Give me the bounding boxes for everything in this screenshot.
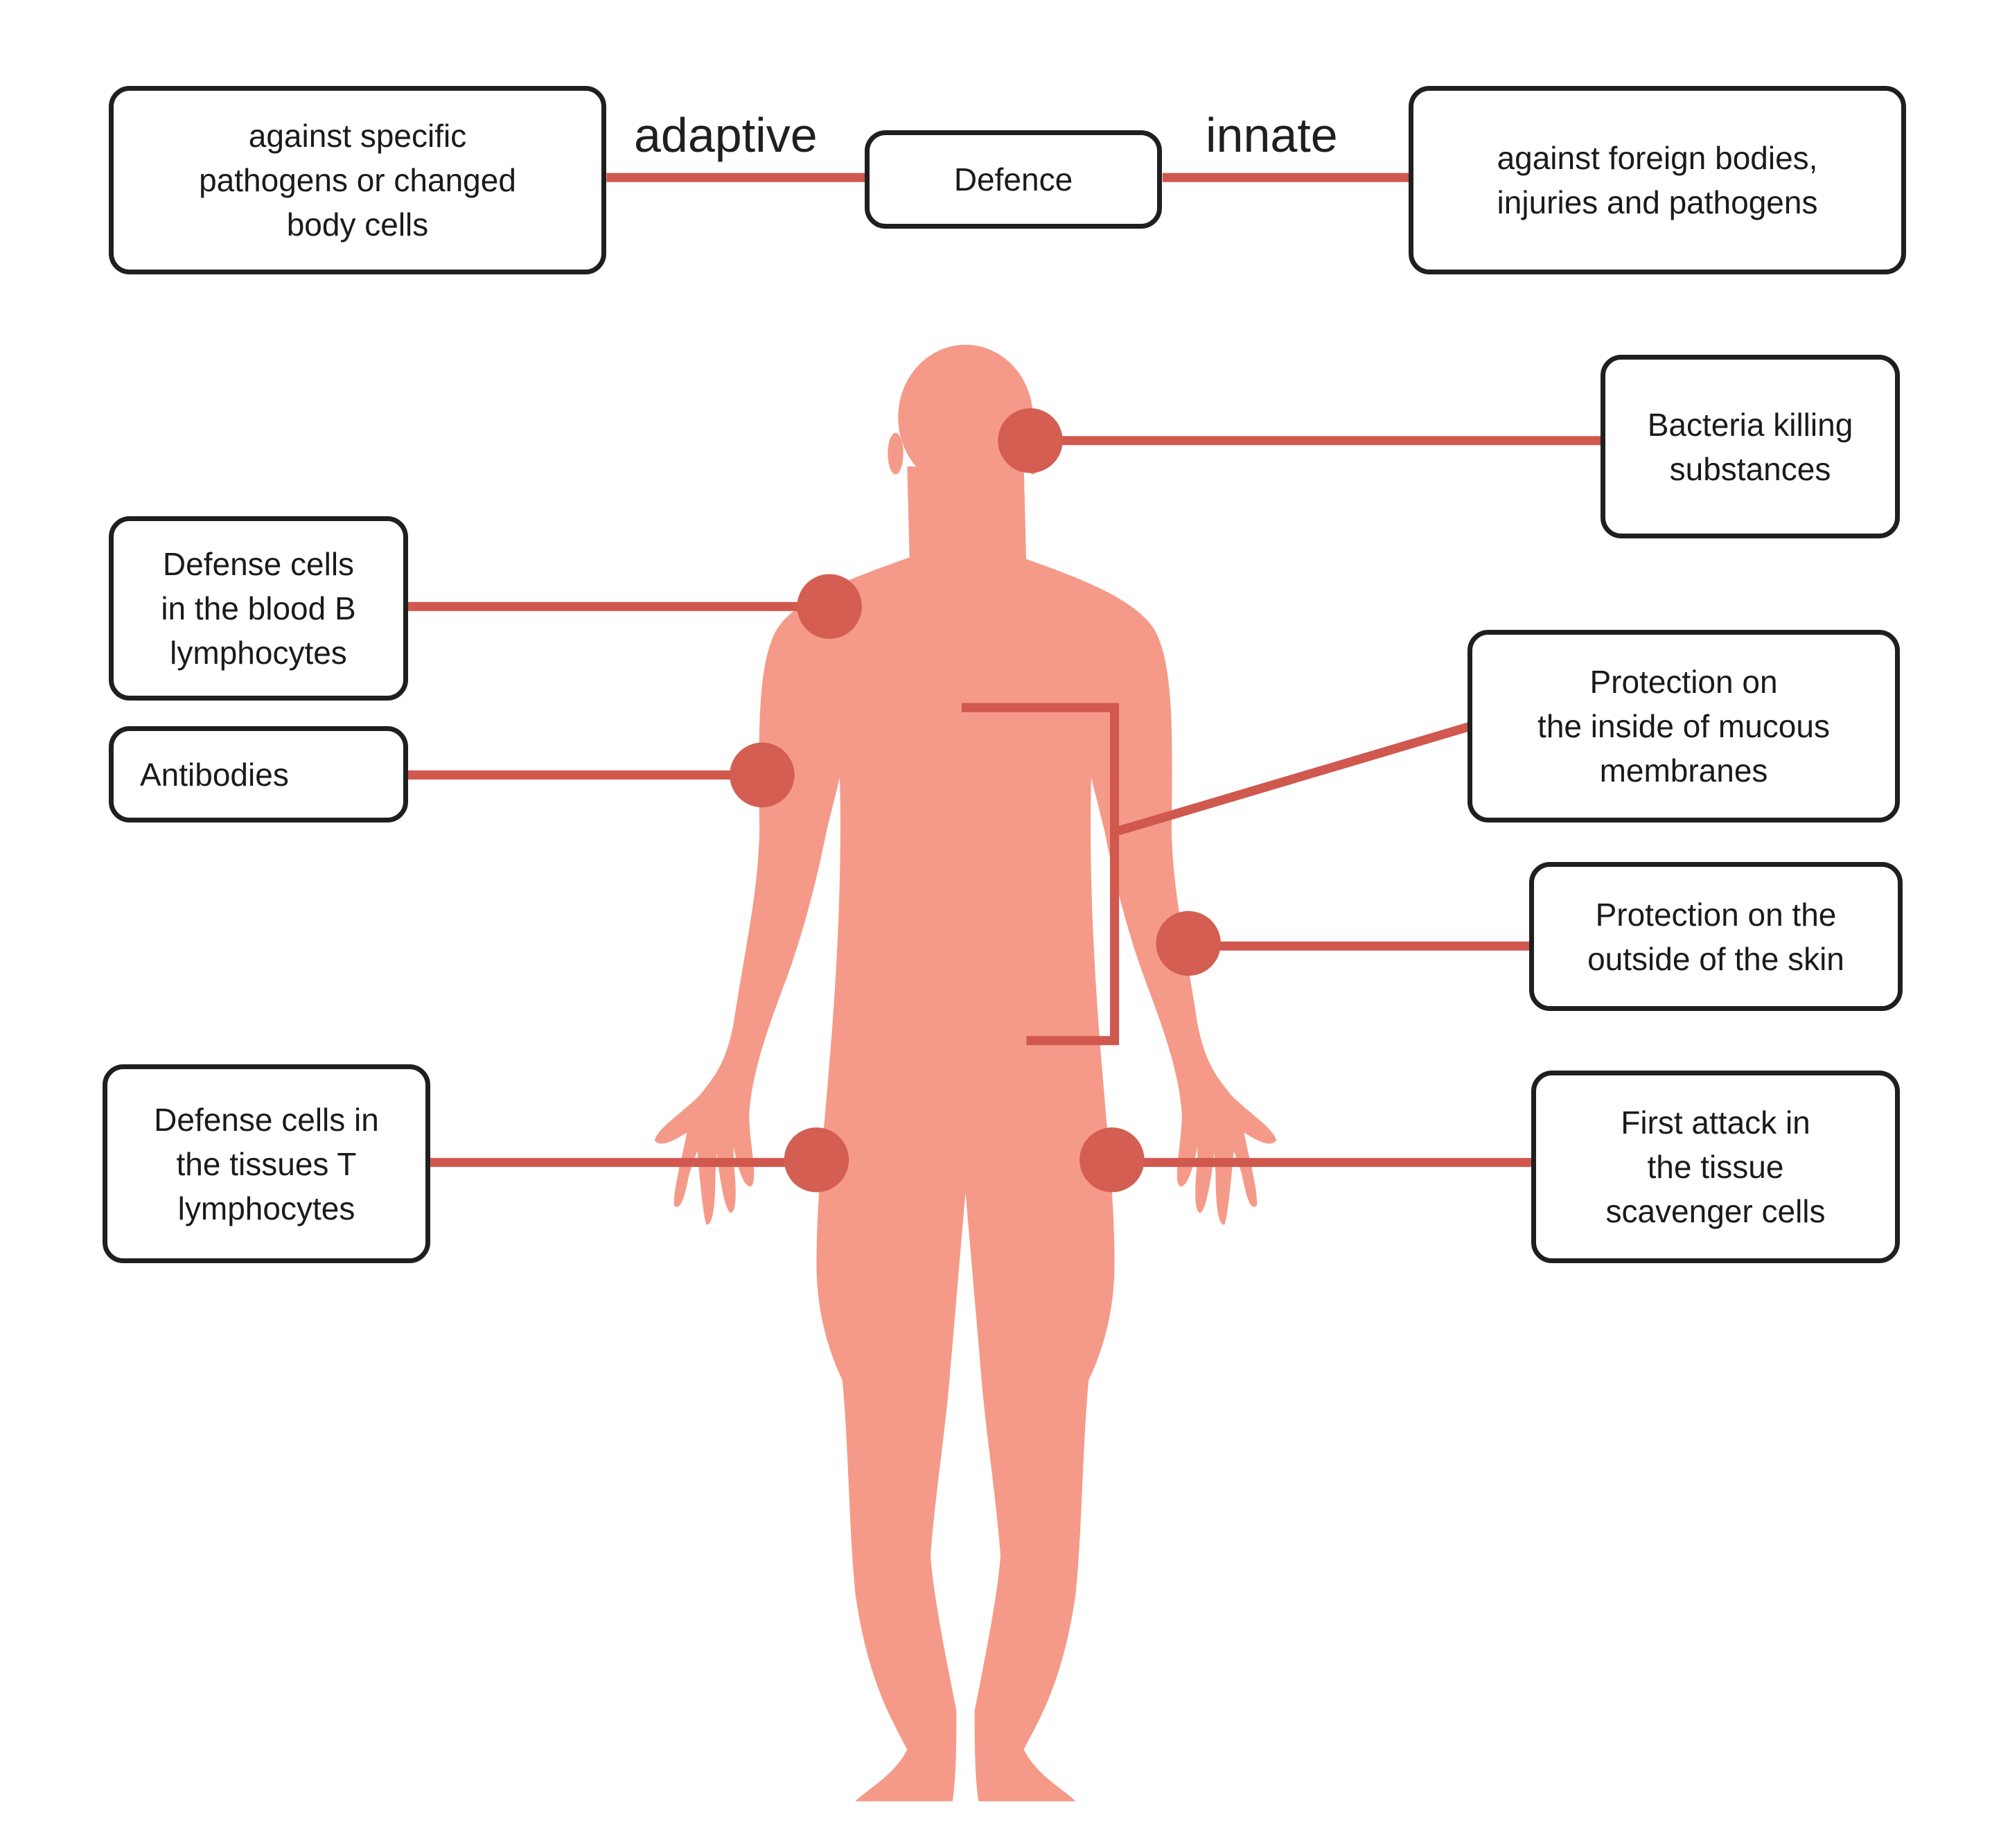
- defence-box: Defence: [865, 130, 1162, 229]
- label-connectors: [407, 436, 1605, 1168]
- marker-right-hip: [1079, 1127, 1145, 1193]
- marker-shoulder: [797, 574, 862, 640]
- connector-mucous: [1113, 721, 1474, 836]
- adaptive-description-box: against specific pathogens or changed bo…: [109, 86, 606, 274]
- human-body-silhouette: [654, 344, 1277, 1802]
- b-lymphocytes-box: Defense cells in the blood B lymphocytes: [109, 516, 408, 701]
- skin-protection-box: Protection on the outside of the skin: [1529, 862, 1903, 1011]
- adaptive-label: adaptive: [634, 108, 818, 162]
- markers: [730, 408, 1221, 1193]
- t-lymphocytes-box: Defense cells in the tissues T lymphocyt…: [103, 1064, 430, 1263]
- marker-elbow: [1156, 910, 1221, 976]
- antibodies-box: Antibodies: [109, 726, 408, 822]
- connector-gut-bracket: [961, 703, 1120, 1046]
- mucous-membranes-box: Protection on the inside of mucous membr…: [1467, 630, 1900, 822]
- marker-head: [998, 408, 1063, 473]
- bacteria-killing-box: Bacteria killing substances: [1601, 355, 1900, 538]
- scavenger-cells-box: First attack in the tissue scavenger cel…: [1531, 1071, 1900, 1263]
- marker-left-hip: [784, 1127, 849, 1193]
- innate-description-box: against foreign bodies, injuries and pat…: [1409, 86, 1906, 274]
- innate-label: innate: [1206, 108, 1338, 162]
- marker-upper-arm: [730, 742, 795, 808]
